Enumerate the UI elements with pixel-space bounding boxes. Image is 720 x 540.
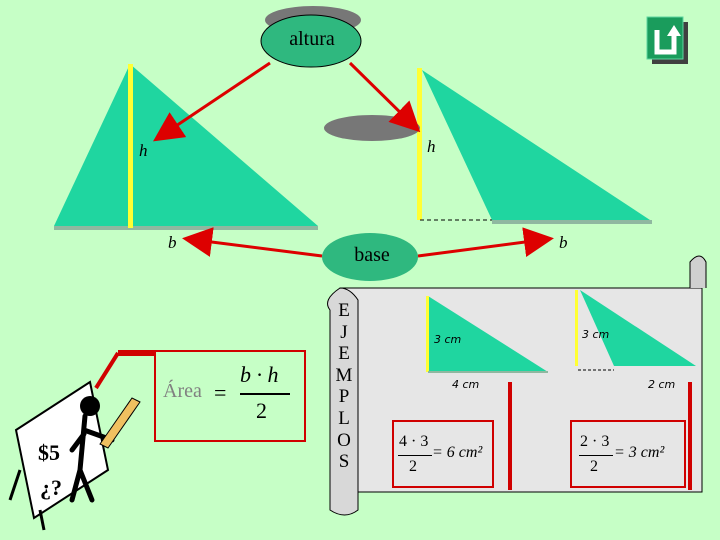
area-formula-box — [154, 350, 306, 442]
ej-letter: L — [338, 407, 350, 429]
svg-text:$5: $5 — [38, 440, 60, 465]
example2-base-label: 2 cm — [648, 378, 676, 391]
ej-letter: E — [338, 343, 350, 365]
right-triangle-base-shadow — [492, 220, 652, 224]
ej-letter: E — [338, 300, 350, 321]
altura-label: altura — [289, 28, 335, 50]
example2-triangle — [580, 290, 696, 366]
example1-height-line — [426, 296, 429, 372]
example2-result: = 3 cm² — [614, 444, 665, 461]
example2-height-label: 3 cm — [582, 328, 610, 341]
svg-text:¿?: ¿? — [40, 475, 62, 500]
left-triangle — [54, 64, 318, 226]
example1-result: = 6 cm² — [432, 444, 483, 461]
area-denominator: 2 — [256, 398, 267, 423]
right-triangle — [422, 70, 650, 220]
arrow-base-right — [417, 227, 554, 258]
base-label-right-b: b — [559, 233, 568, 252]
example1-height-label: 3 cm — [434, 333, 462, 346]
base-oval[interactable] — [322, 233, 418, 281]
example2-height-line — [575, 290, 578, 366]
example1-formula-box — [392, 420, 494, 488]
left-triangle-base-shadow — [54, 226, 318, 230]
example1-denominator: 2 — [409, 458, 417, 475]
area-red-step — [118, 350, 156, 356]
scroll-background — [327, 255, 707, 516]
example1-red-bar — [508, 382, 512, 490]
area-red-line — [94, 351, 120, 390]
area-fraction-bar — [240, 393, 290, 395]
example2-denominator: 2 — [590, 458, 598, 475]
height-label-left: h — [139, 141, 148, 160]
area-numerator: b · h — [240, 362, 279, 387]
return-arrow-icon[interactable] — [646, 16, 688, 64]
right-height-line — [417, 68, 422, 220]
area-lhs: Área — [163, 380, 202, 402]
left-height-line — [128, 64, 133, 228]
base-label-left-b: b — [168, 233, 177, 252]
example2-formula-box — [570, 420, 686, 488]
arrow-altura-right — [348, 61, 421, 133]
ej-letter: J — [340, 321, 348, 343]
ej-letter: P — [338, 386, 350, 408]
ej-letter: S — [338, 451, 350, 473]
base-label: base — [354, 244, 390, 266]
example1-fraction-bar — [398, 455, 432, 456]
ej-letter: O — [337, 429, 351, 451]
example2-red-bar — [688, 382, 692, 490]
ej-letter: M — [335, 364, 353, 386]
pencil-figure-icon: $5 ¿? — [8, 380, 141, 531]
arrow-base-left — [182, 227, 323, 258]
height-label-right: h — [427, 137, 436, 156]
example2-numerator: 2 · 3 — [580, 433, 610, 450]
ejemplos-vertical-label: E J E M P L O S — [330, 300, 358, 473]
example1-numerator: 4 · 3 — [399, 433, 429, 450]
arrow-altura-left — [153, 61, 271, 142]
altura-oval[interactable] — [260, 14, 362, 68]
example1-triangle — [428, 296, 548, 372]
area-equals: = — [214, 380, 227, 405]
example2-fraction-bar — [579, 455, 613, 456]
example1-base-label: 4 cm — [452, 378, 480, 391]
